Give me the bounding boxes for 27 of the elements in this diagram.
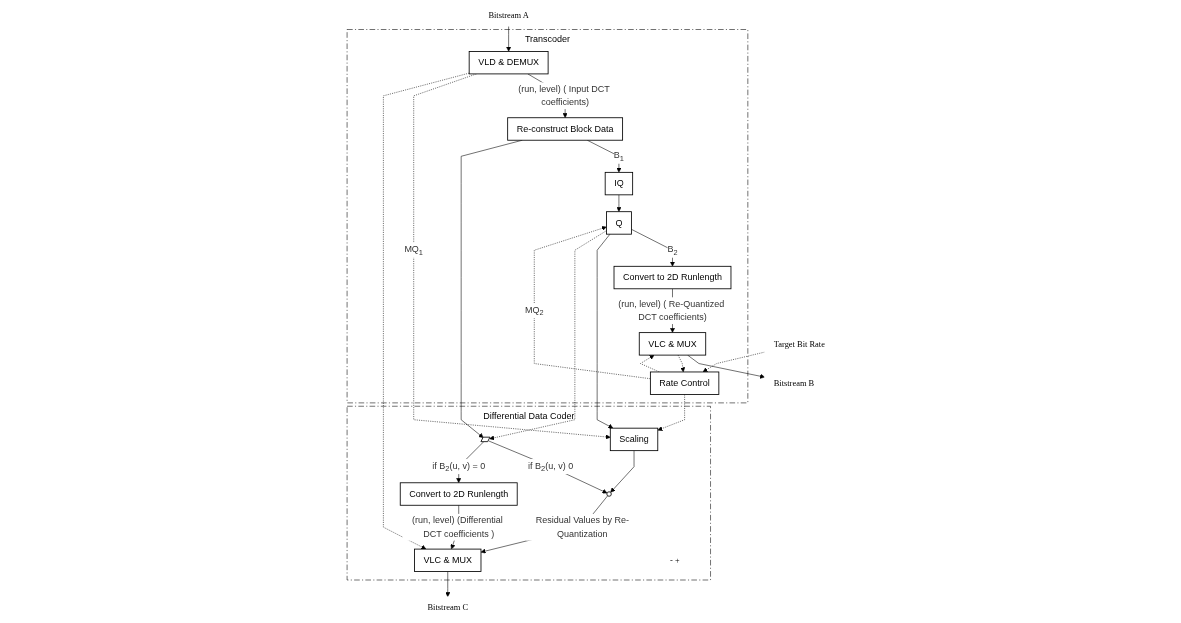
node-box: VLC & MUX: [414, 548, 482, 572]
edge-label: (run, level) ( Input DCT coefficients): [518, 84, 610, 108]
edge-label: if B$_{2}$(u, v) = 0: [432, 460, 486, 473]
node-box: VLD & DEMUX: [468, 51, 549, 75]
node-box: Scaling: [609, 427, 659, 452]
edge-label: if B$_{2}$(u, v) 0: [528, 460, 574, 473]
node-text: Target Bit Rate: [773, 339, 825, 349]
node-box: VLC & MUX: [638, 332, 707, 356]
node-text: Bitstream C: [427, 603, 469, 613]
node-box: Q: [606, 211, 632, 235]
edge-label: (run, level) (Differential DCT coefficients ): [412, 515, 503, 539]
node-box: Rate Control: [649, 371, 720, 395]
node-label: - +: [670, 555, 680, 565]
edge-label: MQ$_{2}$: [524, 304, 544, 317]
node-box: Re-construct Block Data: [507, 117, 624, 141]
edge-label: Residual Values by Re-Quantization: [535, 515, 630, 539]
node-text: Bitstream A: [488, 10, 529, 20]
node-text: Bitstream B: [773, 378, 815, 388]
node-switch: [480, 436, 491, 443]
edge-label: (run, level) ( Re-Quantized DCT coefficients): [618, 298, 725, 322]
edge-label: MQ$_{1}$: [404, 244, 424, 257]
node-box: Convert to 2D Runlength: [399, 482, 518, 506]
node-circle: [606, 491, 612, 497]
edge-label: B$_{2}$: [667, 244, 678, 257]
node-box: IQ: [604, 171, 634, 196]
edge-label: B$_{1}$: [613, 150, 624, 163]
node-box: Convert to 2D Runlength: [613, 265, 732, 290]
